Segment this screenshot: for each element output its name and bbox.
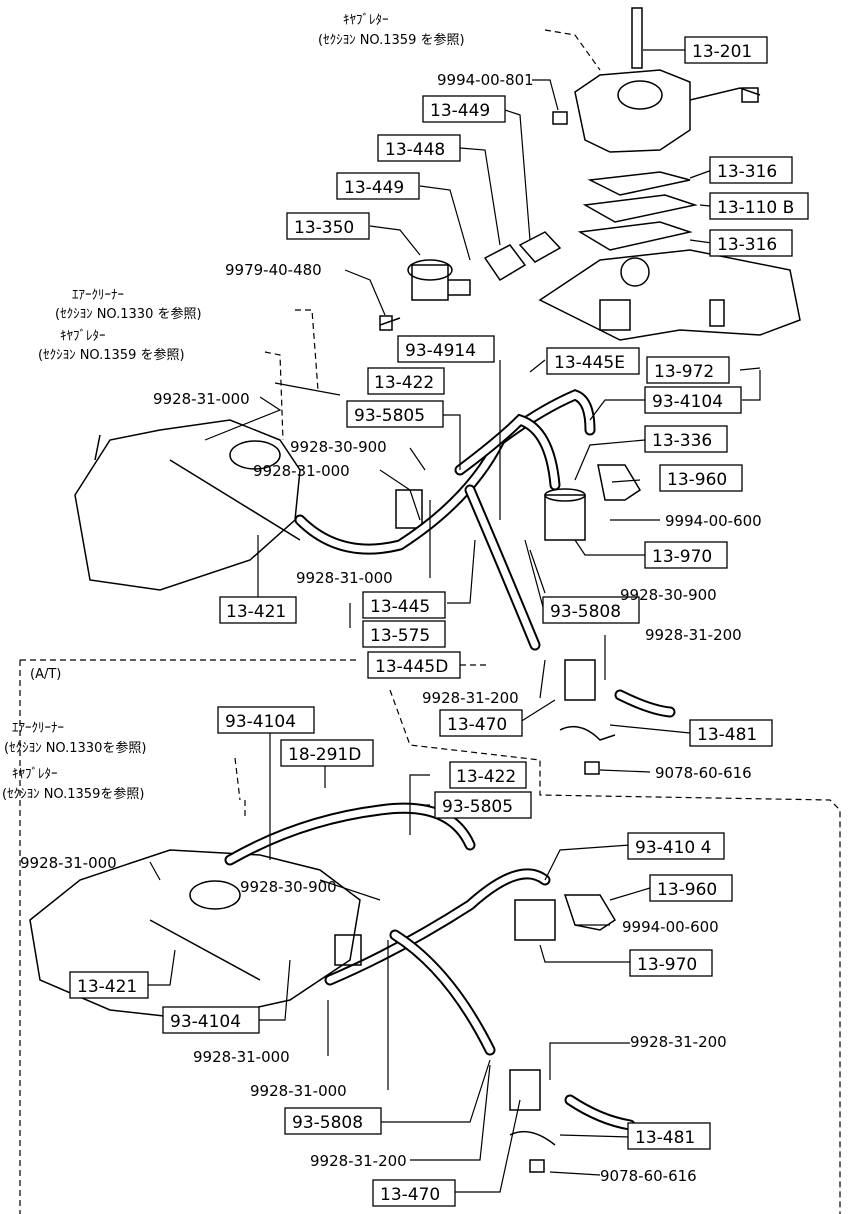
part-box: 13-972 — [654, 362, 714, 382]
gasket-stack — [483, 171, 698, 282]
note-carb-mid-2: (ｾｸｼﾖﾝ NO.1359 を参照) — [38, 347, 185, 363]
part-number: 9979-40-480 — [225, 261, 322, 279]
carburetor-drawing — [552, 7, 761, 153]
part-number: 9928-31-200 — [310, 1152, 407, 1170]
part-number: 9928-31-200 — [645, 626, 742, 644]
plain-part-numbers: 9994-00-801 9979-40-480 9928-31-000 9928… — [20, 71, 762, 1185]
leader-lines — [148, 29, 761, 1193]
part-number: 9928-31-200 — [630, 1033, 727, 1051]
part-number: 9928-31-000 — [193, 1048, 290, 1066]
part-box: 13-316 — [717, 162, 777, 182]
part-number: 9928-31-200 — [422, 689, 519, 707]
part-number: 9928-31-000 — [250, 1082, 347, 1100]
part-box: 13-110 B — [717, 198, 794, 218]
part-number: 9078-60-616 — [655, 764, 752, 782]
part-box: 13-960 — [657, 880, 717, 900]
part-number: 9928-30-900 — [620, 586, 717, 604]
part-box: 13-350 — [294, 218, 354, 238]
part-box: 13-421 — [226, 602, 286, 622]
engine-block-drawing — [74, 419, 301, 591]
part-number: 9928-31-000 — [253, 462, 350, 480]
part-box: 93-4104 — [170, 1012, 241, 1032]
part-box: 13-449 — [344, 178, 404, 198]
part-number: 9928-31-000 — [296, 569, 393, 587]
part-box: 13-445 — [370, 597, 430, 617]
engine-block-lower — [29, 849, 361, 1021]
part-number: 9928-30-900 — [290, 438, 387, 456]
part-box: 13-448 — [385, 140, 445, 160]
part-box: 93-4104 — [225, 712, 296, 732]
part-box: 13-575 — [370, 626, 430, 646]
part-box: 13-445E — [554, 353, 625, 373]
part-box: 13-960 — [667, 470, 727, 490]
part-box: 18-291D — [288, 745, 361, 765]
part-box: 93-5808 — [292, 1113, 363, 1133]
part-box: 13-421 — [77, 977, 137, 997]
note-carb-top-2: (ｾｸｼﾖﾝ NO.1359 を参照) — [318, 32, 465, 48]
part-box: 13-445D — [375, 657, 448, 677]
part-box: 93-4104 — [652, 392, 723, 412]
part-box: 13-336 — [652, 431, 712, 451]
part-box: 13-481 — [697, 725, 757, 745]
part-box: 13-470 — [447, 715, 507, 735]
part-box: 93-5805 — [354, 406, 425, 426]
part-number: 9078-60-616 — [600, 1167, 697, 1185]
part-box: 13-316 — [717, 235, 777, 255]
part-number: 9994-00-801 — [437, 71, 534, 89]
part-number: 9928-31-000 — [20, 854, 117, 872]
canister-drawing — [395, 464, 642, 541]
part-box: 93-5808 — [550, 602, 621, 622]
note-carb-low-1: ｷﾔﾌﾞﾚﾀｰ — [12, 767, 58, 782]
part-box: 13-449 — [430, 101, 490, 121]
part-box: 13-201 — [692, 42, 752, 62]
note-carb-mid-1: ｷﾔﾌﾞﾚﾀｰ — [60, 329, 106, 344]
reference-notes: ｷﾔﾌﾞﾚﾀｰ (ｾｸｼﾖﾝ NO.1359 を参照) ｴｱｰｸﾘｰﾅｰ (ｾｸ… — [2, 13, 465, 802]
part-number: 9928-30-900 — [240, 878, 337, 896]
part-box: 13-422 — [374, 373, 434, 393]
part-box: 93-410 4 — [635, 838, 711, 858]
part-number: 9994-00-600 — [622, 918, 719, 936]
part-box: 13-470 — [380, 1185, 440, 1205]
hose-group-upper — [294, 389, 676, 718]
part-number: 9994-00-600 — [665, 512, 762, 530]
note-carb-low-2: (ｾｸｼﾖﾝ NO.1359を参照) — [2, 786, 144, 802]
boxed-part-numbers: 13-201 13-449 13-448 13-449 13-350 13-31… — [69, 36, 809, 1207]
part-box: 93-4914 — [405, 341, 476, 361]
note-air-low-1: ｴｱｰｸﾘｰﾅｰ — [12, 721, 64, 736]
part-box: 93-5805 — [442, 797, 513, 817]
fuel-pump-drawing — [379, 259, 471, 331]
intake-manifold-drawing — [538, 249, 801, 341]
note-air-mid-1: ｴｱｰｸﾘｰﾅｰ — [72, 288, 124, 303]
part-box: 13-422 — [456, 767, 516, 787]
part-box: 13-481 — [635, 1128, 695, 1148]
note-at: (A/T) — [30, 667, 61, 682]
fuel-filter-upper — [559, 659, 616, 775]
part-box: 13-970 — [652, 547, 712, 567]
part-box: 13-970 — [637, 955, 697, 975]
note-air-mid-2: (ｾｸｼﾖﾝ NO.1330 を参照) — [55, 306, 202, 322]
at-boundary — [19, 659, 841, 1214]
part-number: 9928-31-000 — [153, 390, 250, 408]
hose-group-lower — [224, 802, 636, 1131]
note-carb-top-1: ｷﾔﾌﾞﾚﾀｰ — [343, 13, 389, 28]
note-air-low-2: (ｾｸｼﾖﾝ NO.1330を参照) — [4, 740, 146, 756]
